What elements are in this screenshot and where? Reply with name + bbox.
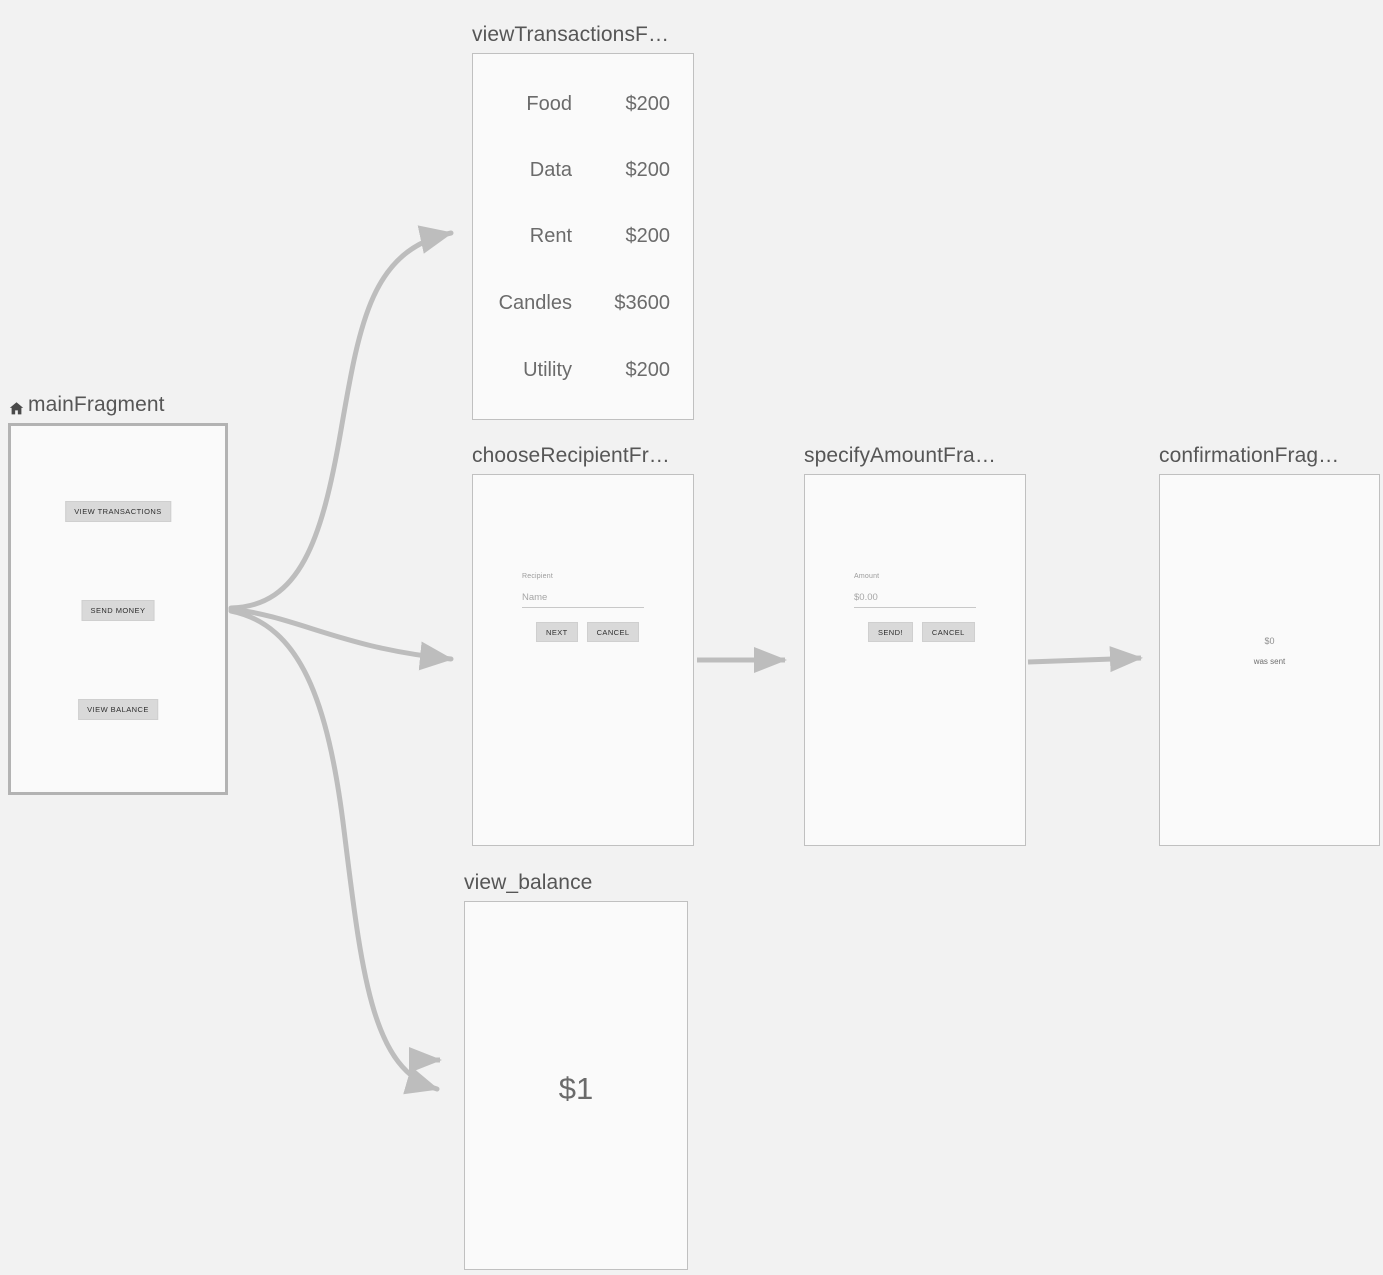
confirmation-message-block: $0 was sent — [1159, 634, 1380, 669]
recipient-name-input[interactable]: Name — [522, 592, 644, 608]
recipient-form: Recipient Name NEXT CANCEL — [522, 572, 672, 642]
send-button[interactable]: SEND! — [868, 622, 913, 642]
destination-main-fragment-header: mainFragment — [8, 392, 165, 418]
preview-button-view-transactions[interactable]: VIEW TRANSACTIONS — [65, 501, 171, 522]
destination-specify-amount-title: specifyAmountFra… — [804, 444, 996, 467]
destination-main-fragment[interactable]: mainFragment VIEW TRANSACTIONS SEND MONE… — [8, 393, 228, 795]
destination-main-fragment-title: mainFragment — [28, 393, 165, 416]
transaction-row: Rent $200 — [472, 225, 694, 247]
recipient-field-label: Recipient — [522, 573, 553, 580]
amount-form-buttons: SEND! CANCEL — [854, 622, 1004, 642]
destination-view-transactions-header: viewTransactionsF… — [472, 22, 669, 48]
destination-view-balance-title: view_balance — [464, 871, 593, 894]
confirmation-message: was sent — [1253, 657, 1286, 666]
action-main-to-choose-recipient[interactable] — [228, 606, 454, 671]
destination-confirmation-header: confirmationFrag… — [1159, 443, 1339, 469]
destination-view-balance-frame[interactable] — [464, 901, 688, 1270]
destination-choose-recipient-fragment[interactable]: chooseRecipientFr… Recipient Name NEXT C… — [472, 444, 694, 846]
action-main-to-view-transactions[interactable] — [228, 225, 454, 611]
destination-view-transactions-title: viewTransactionsF… — [472, 23, 670, 46]
transaction-category: Rent — [529, 224, 572, 247]
destination-main-fragment-preview: VIEW TRANSACTIONS SEND MONEY VIEW BALANC… — [8, 423, 228, 795]
transaction-category: Utility — [523, 358, 572, 381]
next-button[interactable]: NEXT — [536, 622, 578, 642]
amount-form: Amount $0.00 SEND! CANCEL — [854, 572, 1004, 642]
destination-confirmation-title: confirmationFrag… — [1159, 444, 1340, 467]
destination-choose-recipient-header: chooseRecipientFr… — [472, 443, 670, 469]
transaction-row: Data $200 — [472, 159, 694, 181]
destination-choose-recipient-frame[interactable] — [472, 474, 694, 846]
transaction-amount: $200 — [625, 358, 671, 381]
home-icon — [8, 398, 25, 415]
destination-main-fragment-frame[interactable] — [8, 423, 228, 795]
destination-specify-amount-header: specifyAmountFra… — [804, 443, 996, 469]
destination-view-transactions-frame[interactable] — [472, 53, 694, 420]
preview-button-send-money[interactable]: SEND MONEY — [81, 600, 155, 621]
destination-specify-amount-preview: Amount $0.00 SEND! CANCEL — [804, 474, 1026, 846]
action-main-to-view-balance[interactable] — [228, 608, 440, 1095]
destination-confirmation-frame[interactable] — [1159, 474, 1380, 846]
destination-view-balance-preview: $1 — [464, 901, 688, 1270]
balance-amount: $1 — [558, 1071, 594, 1106]
transaction-category: Data — [529, 158, 572, 181]
recipient-form-buttons: NEXT CANCEL — [522, 622, 672, 642]
transaction-row: Utility $200 — [472, 359, 694, 381]
confirmation-amount: $0 — [1264, 636, 1275, 646]
preview-button-view-balance[interactable]: VIEW BALANCE — [78, 699, 158, 720]
cancel-button[interactable]: CANCEL — [921, 622, 975, 642]
destination-specify-amount-fragment[interactable]: specifyAmountFra… Amount $0.00 SEND! CAN… — [804, 444, 1026, 846]
amount-input[interactable]: $0.00 — [854, 592, 976, 608]
destination-choose-recipient-title: chooseRecipientFr… — [472, 444, 670, 467]
transaction-category: Candles — [498, 291, 572, 314]
transactions-list: Food $200 Data $200 Rent $200 Candles $3… — [472, 53, 694, 420]
destination-confirmation-preview: $0 was sent — [1159, 474, 1380, 846]
transaction-amount: $200 — [625, 224, 671, 247]
cancel-button[interactable]: CANCEL — [586, 622, 640, 642]
transaction-amount: $200 — [625, 158, 671, 181]
destination-view-balance[interactable]: view_balance $1 — [464, 871, 688, 1270]
transaction-amount: $200 — [625, 92, 671, 115]
transaction-amount: $3600 — [614, 291, 670, 314]
destination-choose-recipient-preview: Recipient Name NEXT CANCEL — [472, 474, 694, 846]
destination-view-transactions-fragment[interactable]: viewTransactionsF… Food $200 Data $200 R… — [472, 23, 694, 420]
destination-view-balance-header: view_balance — [464, 870, 592, 896]
transaction-row: Food $200 — [472, 93, 694, 115]
destination-confirmation-fragment[interactable]: confirmationFrag… $0 was sent — [1159, 444, 1380, 846]
transaction-row: Candles $3600 — [472, 292, 694, 314]
action-specify-amount-to-confirmation[interactable] — [1027, 646, 1143, 673]
destination-specify-amount-frame[interactable] — [804, 474, 1026, 846]
transaction-category: Food — [526, 92, 572, 115]
amount-field-label: Amount — [854, 573, 880, 580]
